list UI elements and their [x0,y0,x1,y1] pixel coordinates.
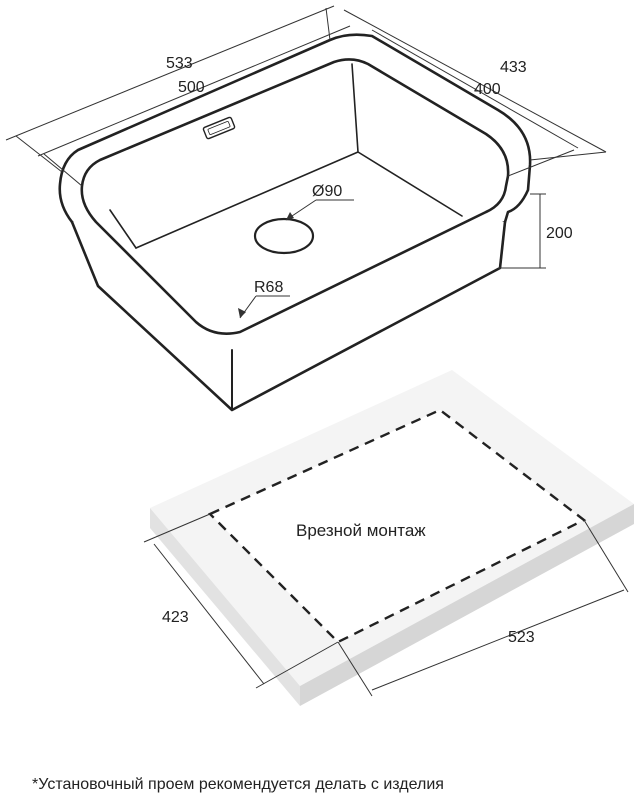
installation-footnote: *Установочный проем рекомендуется делать… [32,776,444,793]
sink-interior-corner-left [109,209,137,249]
sink-bowl-floor [135,63,463,249]
countertop-right-face [300,504,634,706]
outer-width-label: 433 [500,59,527,76]
cutout-title: Врезной монтаж [296,521,426,540]
countertop-front-face [150,508,300,706]
corner-radius-label: R68 [254,279,283,296]
outer-length-label: 533 [166,55,193,72]
sink-bowl-opening [80,58,510,335]
countertop-slab [150,370,634,706]
sink-dimension-lines [5,5,607,319]
dimension-arrows [238,212,294,318]
cutout-width-label: 423 [162,609,189,626]
depth-label: 200 [546,225,573,242]
cutout-opening [210,410,584,642]
sink-wall-edge-right [499,221,506,269]
drain-diameter-label: Ø90 [312,183,342,200]
inner-width-label: 400 [474,81,501,98]
sink-body [58,33,532,412]
cutout-length-label: 523 [508,629,535,646]
inner-length-label: 500 [178,79,205,96]
drain-hole [253,217,315,255]
cutout-dimension-lines [143,513,629,697]
